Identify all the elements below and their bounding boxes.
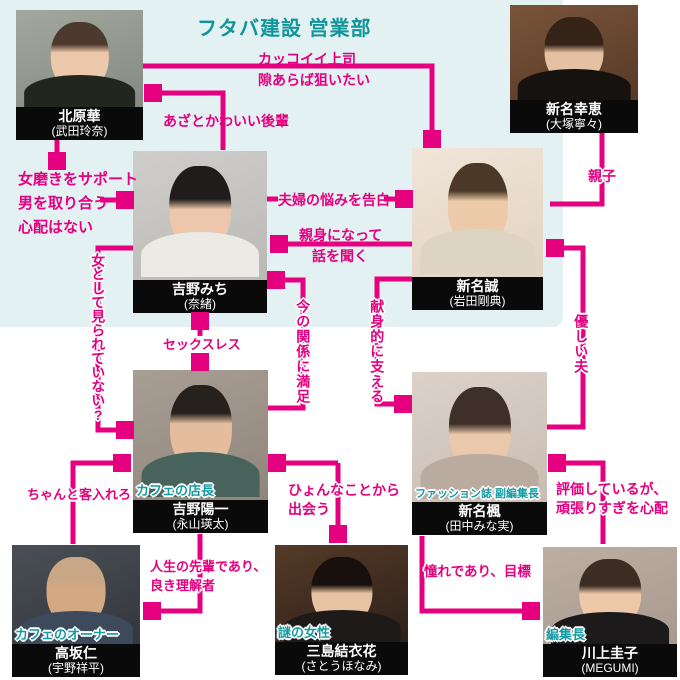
person-card-yoshino-michi: 吉野みち (奈緒): [133, 151, 267, 313]
portrait-shoulders: [23, 75, 136, 112]
role-badge: 謎の女性: [278, 625, 331, 640]
name-bar: 新名楓 (田中みな実): [412, 502, 547, 535]
portrait-shoulders: [551, 612, 669, 649]
relation-label-not-seen-as-woman: 女として見られていない?: [90, 253, 107, 423]
portrait-shoulders: [19, 611, 133, 648]
name-bar: 吉野みち (奈緒): [133, 280, 267, 313]
chart-title: フタバ建設 営業部: [197, 18, 372, 40]
name-bar: 北原華 (武田玲奈): [16, 107, 143, 140]
relation-label-parent-child: 親子: [588, 168, 616, 184]
person-card-yoshino-yoichi: カフェの店長 吉野陽一 (永山瑛太): [133, 370, 268, 533]
person-card-kawakami-keiko: 編集長 川上圭子 (MEGUMI): [543, 547, 677, 677]
relation-label-admiration-goal: 憧れであり、目標: [424, 564, 531, 579]
relation-label-listen-kindly-1: 親身になって: [299, 227, 383, 243]
name-bar: 新名誠 (岩田剛典): [412, 277, 543, 310]
relation-label-cool-boss: カッコイイ上司 隙あらば狙いたい: [258, 51, 370, 88]
portrait-shoulders: [419, 229, 536, 275]
person-name: 新名誠: [456, 278, 499, 294]
person-name: 吉野みち: [172, 281, 228, 297]
relation-label-cute-junior: あざとかわいい後輩: [163, 113, 289, 129]
actor-name: (永山瑛太): [172, 516, 229, 531]
actor-name: (武田玲奈): [51, 123, 108, 138]
portrait-shoulders: [141, 451, 260, 498]
person-name: 北原華: [58, 108, 101, 124]
person-card-niina-makoto: 新名誠 (岩田剛典): [412, 148, 543, 310]
person-card-kitahara-hana: 北原華 (武田玲奈): [16, 10, 143, 140]
role-badge: カフェのオーナー: [15, 627, 120, 642]
person-name: 川上圭子: [582, 645, 638, 661]
actor-name: (MEGUMI): [581, 660, 639, 675]
actor-name: (さとうほなみ): [301, 658, 382, 673]
relation-label-sexless: セックスレス: [163, 337, 241, 352]
person-name: 吉野陽一: [172, 501, 229, 517]
relation-label-confess-marriage-trouble: 夫婦の悩みを告白: [278, 192, 390, 208]
person-card-niina-yukie: 新名幸恵 (大塚寧々): [510, 5, 638, 133]
portrait-shoulders: [420, 453, 539, 500]
portrait-shoulders: [141, 232, 259, 278]
relation-label-values-but-worries: 評価しているが、 頑張りすぎを心配: [556, 481, 668, 516]
portrait-shoulders: [517, 69, 631, 105]
name-bar: 川上圭子 (MEGUMI): [543, 644, 677, 677]
name-bar: 新名幸恵 (大塚寧々): [510, 100, 638, 133]
relation-label-listen-kindly-2: 話を聞く: [312, 248, 368, 264]
relation-label-chance-meeting: ひょんなことから 出会う: [288, 482, 400, 517]
name-bar: 高坂仁 (宇野祥平): [12, 644, 140, 677]
relation-label-bring-customers: ちゃんと客入れろ: [27, 487, 132, 502]
name-bar: 吉野陽一 (永山瑛太): [133, 500, 268, 533]
person-name: 高坂仁: [55, 645, 97, 661]
role-badge: カフェの店長: [136, 483, 215, 498]
person-card-kosaka-hitoshi: カフェのオーナー 高坂仁 (宇野祥平): [12, 545, 140, 677]
relation-label-life-senior: 人生の先輩であり、 良き理解者: [150, 559, 267, 593]
actor-name: (岩田剛典): [449, 293, 506, 308]
name-bar: 三島結衣花 (さとうほなみ): [275, 642, 408, 675]
actor-name: (大塚寧々): [546, 116, 602, 131]
portrait-shoulders: [282, 610, 401, 647]
relation-label-kind-husband: 優しい夫: [573, 314, 590, 374]
person-name: 新名楓: [458, 503, 501, 519]
actor-name: (田中みな実): [445, 518, 514, 533]
person-card-niina-kaede: ファッション誌 副編集長 新名楓 (田中みな実): [412, 372, 547, 535]
role-badge: ファッション誌 副編集長: [415, 488, 540, 500]
person-name: 三島結衣花: [306, 643, 377, 659]
relation-label-support: 女磨きをサポート 男を取り合う 心配はない: [18, 171, 139, 236]
person-card-mishima-yuika: 謎の女性 三島結衣花 (さとうほなみ): [275, 545, 408, 675]
role-badge: 編集長: [546, 627, 586, 642]
actor-name: (宇野祥平): [48, 660, 104, 675]
relation-label-devoted-support: 献身的に支える: [369, 299, 386, 404]
actor-name: (奈緒): [184, 296, 216, 311]
relation-label-satisfied-with-relationship: 今の関係に満足: [295, 299, 312, 404]
person-name: 新名幸恵: [546, 101, 602, 117]
